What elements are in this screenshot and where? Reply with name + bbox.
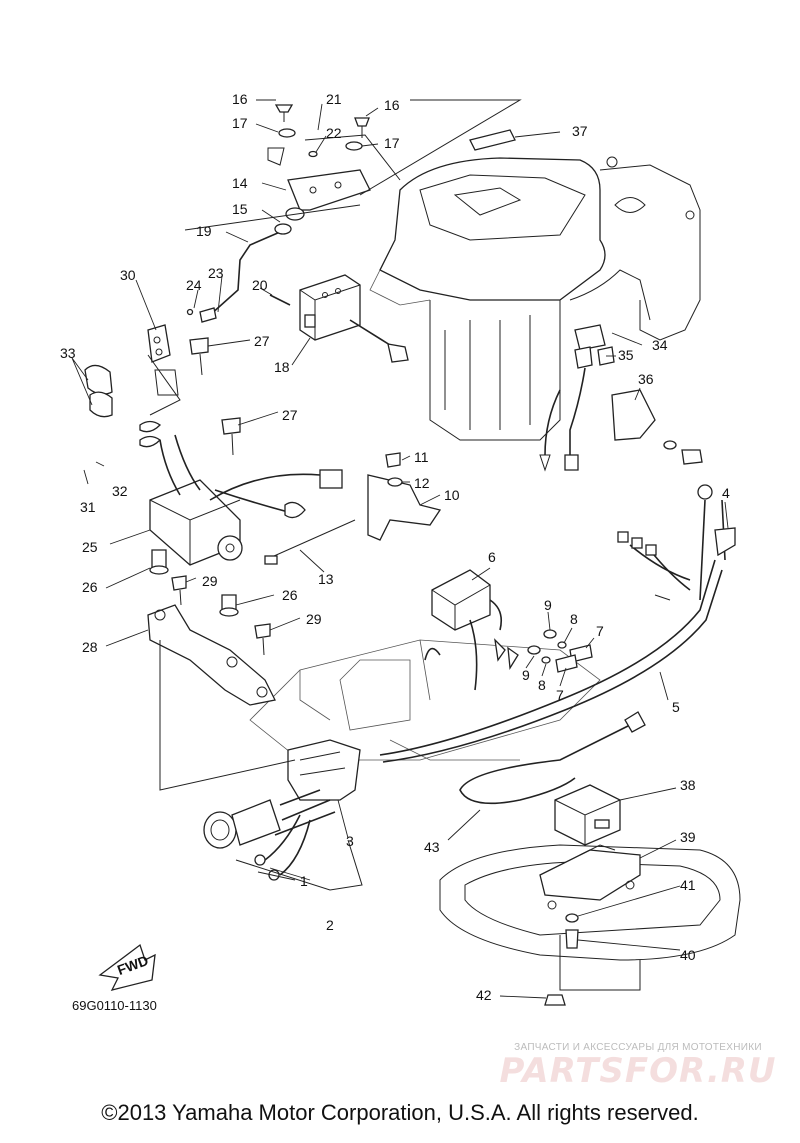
callout-30: 30 (120, 267, 136, 283)
callout-9b: 9 (522, 667, 530, 683)
callout-7b: 7 (556, 687, 564, 703)
module-38 (539, 784, 641, 1006)
callout-2: 2 (326, 917, 334, 933)
fwd-arrow-icon: FWD (98, 943, 156, 991)
callout-19: 19 (196, 223, 212, 239)
callout-26a: 26 (82, 579, 98, 595)
cable-19 (186, 223, 292, 323)
clip-37 (469, 129, 516, 151)
callout-26b: 26 (282, 587, 298, 603)
relay-6 (424, 569, 519, 691)
bracket-10 (264, 452, 442, 565)
callout-41: 41 (680, 877, 696, 893)
callout-35: 35 (618, 347, 634, 363)
switch-panel-2 (203, 739, 361, 881)
callout-37: 37 (572, 123, 588, 139)
fasteners-7-8-9 (527, 629, 593, 673)
callout-15: 15 (232, 201, 248, 217)
callout-22: 22 (326, 125, 342, 141)
callout-39: 39 (680, 829, 696, 845)
callout-labels: 1 2 3 4 5 6 7 7 8 8 9 9 10 11 12 13 14 1… (60, 91, 730, 1003)
callout-4: 4 (722, 485, 730, 501)
callout-38: 38 (680, 777, 696, 793)
diagram-code: 69G0110-1130 (72, 998, 157, 1013)
callout-29b: 29 (306, 611, 322, 627)
engine-block (369, 156, 701, 441)
callout-32: 32 (112, 483, 128, 499)
connector-34 (539, 324, 703, 472)
callout-40: 40 (680, 947, 696, 963)
rectifier-25 (139, 420, 343, 566)
switch-18 (269, 274, 409, 363)
callout-17a: 17 (232, 115, 248, 131)
callout-27a: 27 (254, 333, 270, 349)
callout-43: 43 (424, 839, 440, 855)
callout-3: 3 (346, 833, 354, 849)
watermark-logo: PARTSFOR.RU (499, 1051, 777, 1091)
callout-6: 6 (488, 549, 496, 565)
callout-11: 11 (414, 449, 429, 465)
callout-9a: 9 (544, 597, 552, 613)
callout-1: 1 (300, 873, 308, 889)
callout-12: 12 (414, 475, 430, 491)
watermark-tagline: ЗАПЧАСТИ И АКСЕССУАРЫ ДЛЯ МОТОТЕХНИКИ (514, 1042, 762, 1053)
callout-14: 14 (232, 175, 248, 191)
callout-23: 23 (208, 265, 224, 281)
callout-33: 33 (60, 345, 76, 361)
callout-5: 5 (672, 699, 680, 715)
callout-20: 20 (252, 277, 268, 293)
callout-27b: 27 (282, 407, 298, 423)
callout-16b: 16 (384, 97, 400, 113)
mounting-plate-28 (147, 549, 276, 706)
callout-8a: 8 (570, 611, 578, 627)
leader-lines (71, 99, 729, 999)
callout-10: 10 (444, 487, 460, 503)
callout-34: 34 (652, 337, 668, 353)
callout-17b: 17 (384, 135, 400, 151)
callout-36: 36 (638, 371, 654, 387)
callout-8b: 8 (538, 677, 546, 693)
terminal-30 (84, 324, 179, 418)
callout-29a: 29 (202, 573, 218, 589)
callout-7a: 7 (596, 623, 604, 639)
copyright-notice: ©2013 Yamaha Motor Corporation, U.S.A. A… (101, 1100, 699, 1125)
watermark: ЗАПЧАСТИ И АКСЕССУАРЫ ДЛЯ МОТОТЕХНИКИ PA… (488, 1042, 788, 1091)
callout-13: 13 (318, 571, 334, 587)
callout-16a: 16 (232, 91, 248, 107)
bottom-cowling-pan (439, 844, 741, 991)
callout-42: 42 (476, 987, 492, 1003)
callout-28: 28 (82, 639, 98, 655)
callout-31: 31 (80, 499, 96, 515)
cable-43 (459, 711, 646, 805)
callout-24: 24 (186, 277, 202, 293)
bracket-14 (267, 104, 401, 221)
callout-18: 18 (274, 359, 290, 375)
callout-21: 21 (326, 91, 342, 107)
bolts-27 (189, 337, 241, 456)
callout-25: 25 (82, 539, 98, 555)
reference-frames (147, 99, 522, 891)
main-harness-5 (379, 484, 736, 763)
